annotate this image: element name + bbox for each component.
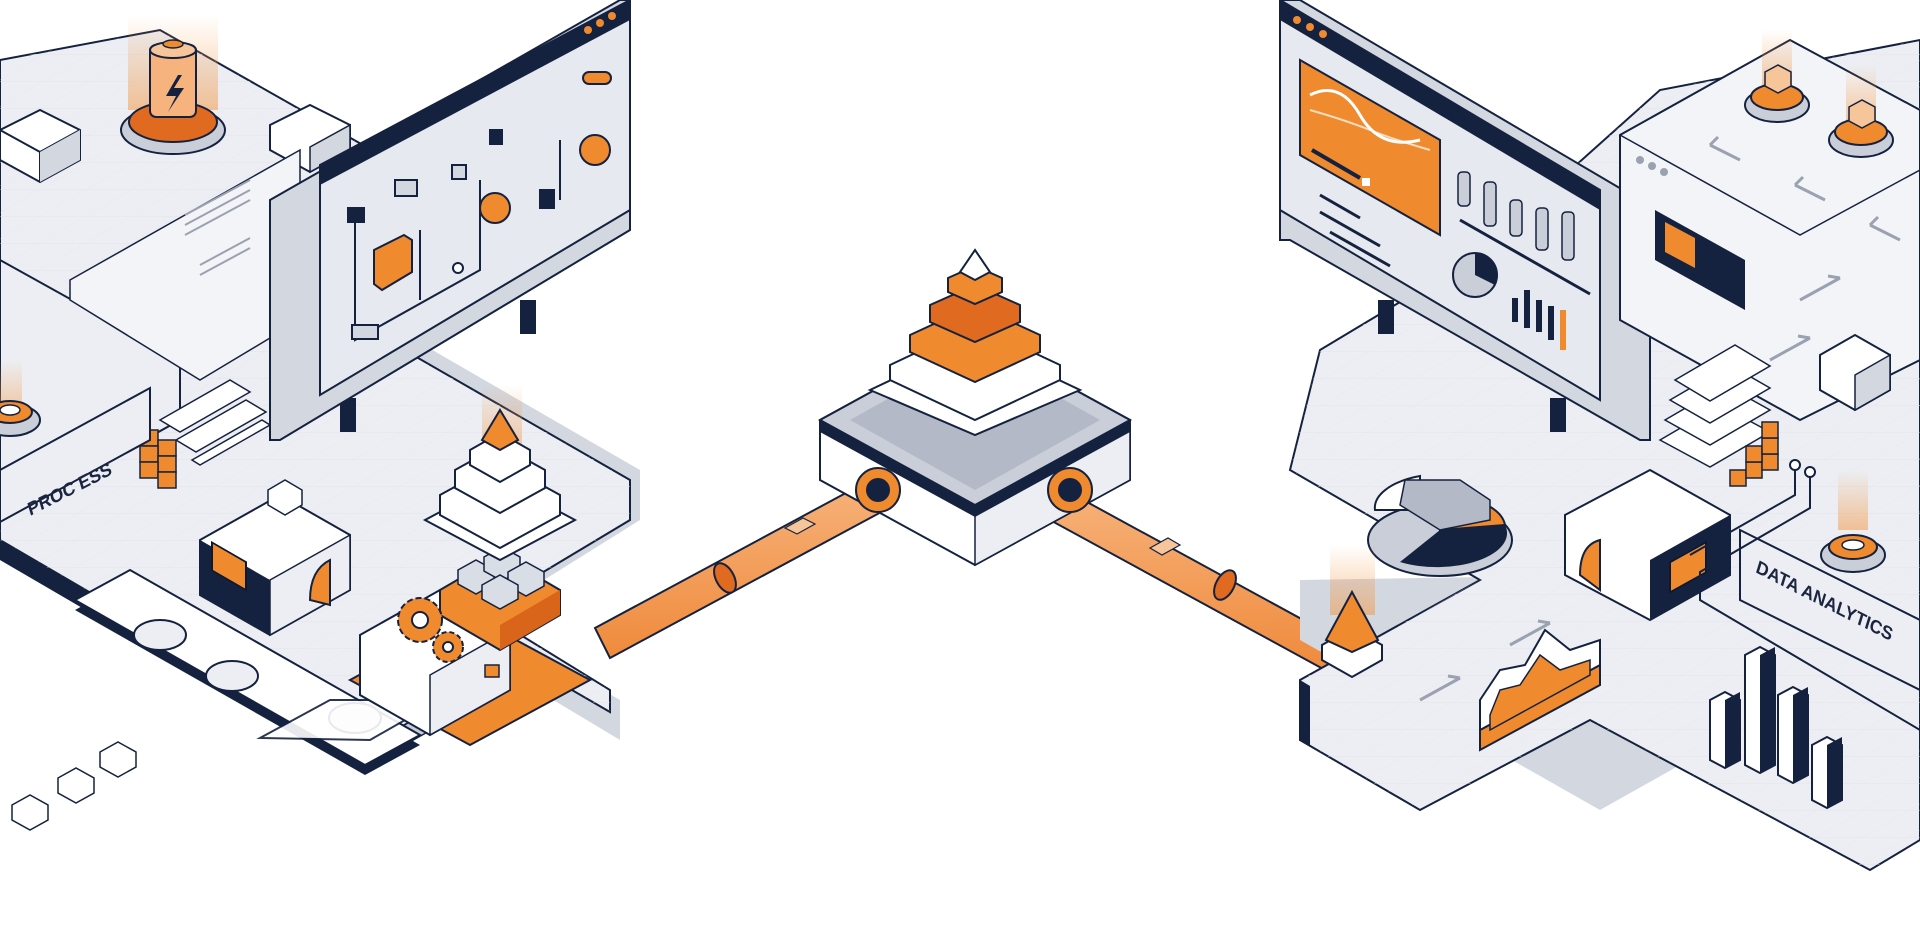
pyramid-icon (1321, 545, 1383, 679)
text-lines (1319, 193, 1591, 296)
cube-icon (1819, 333, 1891, 412)
cube-icon (0, 108, 81, 184)
pie-chart-icon (1452, 252, 1498, 298)
bar-chart-icon (1512, 290, 1566, 350)
battery-icon (120, 15, 226, 155)
cube-icon (267, 479, 303, 516)
line-chart-icon (1299, 58, 1441, 237)
gear-icon (432, 631, 464, 663)
pyramid-icon (867, 248, 1083, 437)
cable-lines (1689, 459, 1920, 731)
stairs (1658, 344, 1779, 487)
ring-icon (0, 360, 41, 437)
ring-icon (1744, 30, 1810, 123)
bar-chart-icon (1709, 645, 1843, 810)
cube-group (11, 741, 137, 831)
gear-icon (397, 597, 443, 643)
pie-chart-icon (1367, 474, 1513, 577)
conveyor-icon (72, 568, 444, 775)
line-chart-icon (1479, 628, 1601, 752)
bar-chart-icon (1457, 171, 1575, 261)
pyramid-icon (422, 385, 578, 562)
ring-icon (1828, 65, 1894, 158)
ring-icon (1820, 470, 1886, 573)
machine-unit (1564, 468, 1731, 622)
pipe-icon (1048, 488, 1342, 672)
machine-unit (199, 493, 351, 637)
flowchart-icon (347, 71, 612, 342)
